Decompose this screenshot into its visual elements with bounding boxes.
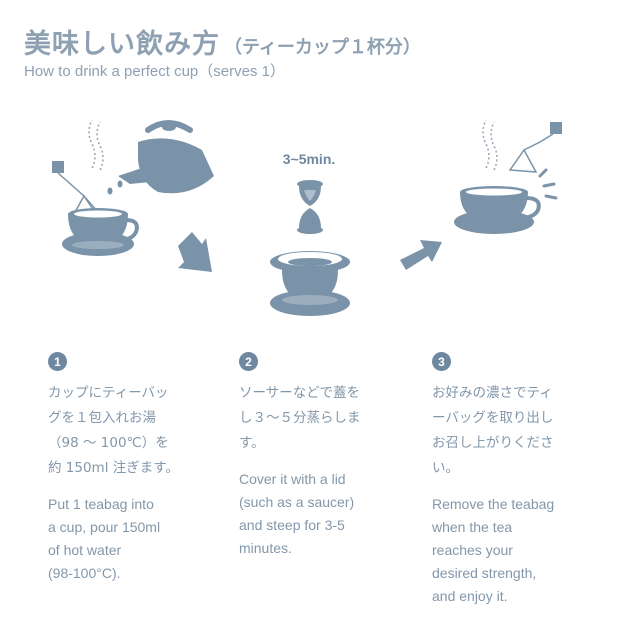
step-2: 2 ソーサーなどで蓋を し３～５分蒸らしま す。 Cover it with a… — [239, 352, 399, 560]
arrow-icon — [178, 232, 212, 272]
step-2-jp-text: ソーサーなどで蓋を し３～５分蒸らしま す。 — [239, 385, 361, 451]
covered-teacup-icon — [270, 270, 350, 316]
kettle-icon — [118, 120, 214, 194]
water-drops-icon — [107, 180, 123, 195]
saucer-lid-icon — [270, 251, 350, 273]
arrow-icon-2 — [400, 240, 442, 270]
page-title: 美味しい飲み方 （ティーカップ１杯分） — [24, 22, 421, 61]
step-number-badge: 1 — [48, 352, 67, 371]
steam-icon-3 — [482, 119, 498, 171]
step-1-jp-text: カップにティーバッ グを１包入れお湯 （98 ～ 100℃）を 約 150ml … — [48, 385, 179, 476]
step-2-en-text: Cover it with a lid (such as a saucer) a… — [239, 471, 355, 556]
timer-label: 3~5min. — [283, 151, 336, 167]
step-1: 1 カップにティーバッ グを１包入れお湯 （98 ～ 100℃）を 約 150m… — [48, 352, 208, 585]
steam-icon — [88, 119, 104, 171]
teacup-icon-3 — [454, 186, 541, 234]
title-note: （ティーカップ１杯分） — [224, 37, 421, 58]
sparkle-icon — [538, 168, 558, 200]
teabag-icon — [52, 161, 99, 215]
page-subtitle: How to drink a perfect cup（serves 1） — [24, 63, 285, 80]
teabag-removed-icon — [508, 122, 562, 173]
step-3-en-text: Remove the teabag when the tea reaches y… — [432, 496, 555, 604]
step-number-badge: 3 — [432, 352, 451, 371]
title-main: 美味しい飲み方 — [24, 29, 220, 60]
step-3: 3 お好みの濃さでティ ーバッグを取り出し お召し上がりくださ い。 Remov… — [432, 352, 592, 608]
illustration: 3~5min. — [52, 119, 562, 316]
step-1-en-text: Put 1 teabag into a cup, pour 150ml of h… — [48, 496, 161, 581]
teacup-icon — [62, 208, 139, 256]
step-3-jp-text: お好みの濃さでティ ーバッグを取り出し お召し上がりくださ い。 — [432, 385, 554, 476]
hourglass-icon — [297, 180, 323, 234]
step-number-badge: 2 — [239, 352, 258, 371]
